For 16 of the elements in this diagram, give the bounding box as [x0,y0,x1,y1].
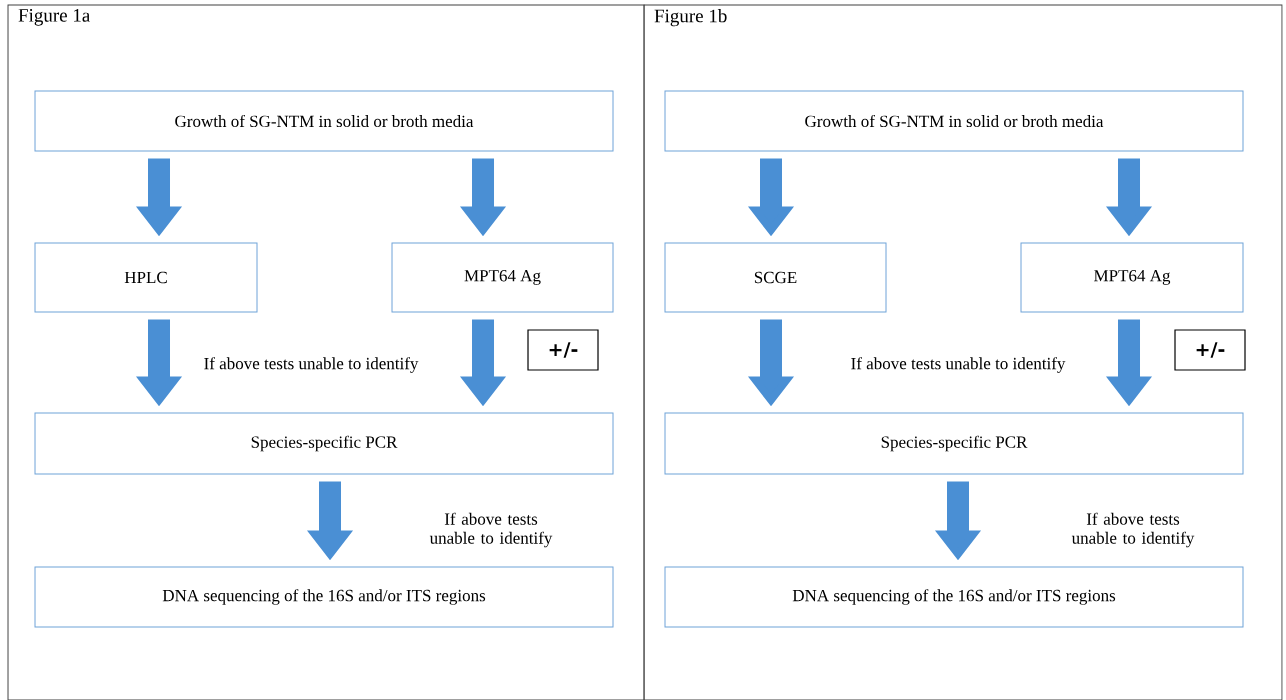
note-text: If above tests unable to identify [851,357,1066,373]
note-text: If above tests unable to identify [1071,512,1195,548]
process-box: Species-specific PCR [664,412,1244,475]
process-box: HPLC [34,242,258,313]
note-text: If above tests unable to identify [429,512,553,548]
process-box: MPT64 Ag [1020,242,1244,313]
process-box: DNA sequencing of the 16S and/or ITS regions [664,566,1244,628]
process-box: Growth of SG-NTM in solid or broth media [34,90,614,152]
note-text: If above tests unable to identify [204,357,419,373]
sign-box: +/- [1174,329,1246,371]
process-box: SCGE [664,242,887,313]
process-box: Growth of SG-NTM in solid or broth media [664,90,1244,152]
process-box: Species-specific PCR [34,412,614,475]
process-box: MPT64 Ag [391,242,614,313]
sign-box: +/- [527,329,599,371]
process-box: DNA sequencing of the 16S and/or ITS regions [34,566,614,628]
